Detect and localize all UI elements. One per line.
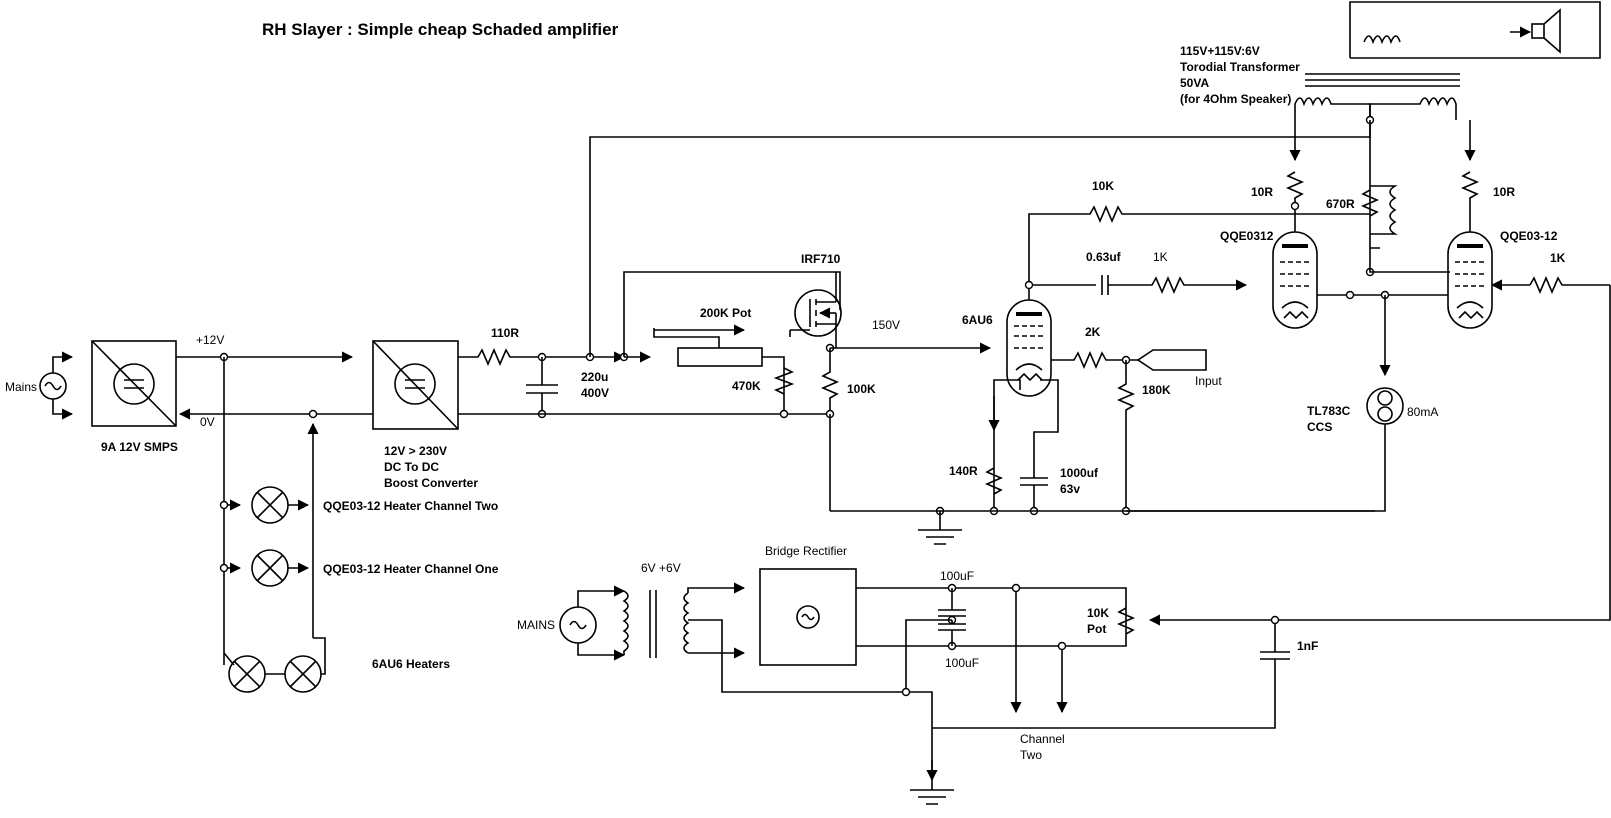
output-stage bbox=[1126, 120, 1611, 626]
r140r-label: 140R bbox=[949, 464, 978, 478]
cap063-label: 0.63uf bbox=[1086, 250, 1122, 264]
tube-qqe-right-label: QQE03-12 bbox=[1500, 229, 1558, 243]
mosfet-label: IRF710 bbox=[801, 252, 841, 266]
mains-left-label: Mains bbox=[5, 380, 37, 394]
r10r-right-label: 10R bbox=[1493, 185, 1515, 199]
xfmr-label-2: Torodial Transformer bbox=[1180, 60, 1300, 74]
tube-6au6 bbox=[1006, 285, 1052, 397]
boost-label-1: 12V > 230V bbox=[384, 444, 447, 458]
boost-label-3: Boost Converter bbox=[384, 476, 478, 490]
v6v6-label: 6V +6V bbox=[641, 561, 681, 575]
heater-one-label: QQE03-12 Heater Channel One bbox=[323, 562, 499, 576]
cap100-bottom-label: 100uF bbox=[945, 656, 979, 670]
cap1000-label-2: 63v bbox=[1060, 482, 1080, 496]
cap100-top-label: 100uF bbox=[940, 569, 974, 583]
r180k-label: 180K bbox=[1142, 383, 1171, 397]
pot10k-label-2: Pot bbox=[1087, 622, 1106, 636]
diagram-title: RH Slayer : Simple cheap Schaded amplifi… bbox=[262, 20, 619, 39]
cathode-follower-load bbox=[820, 342, 992, 511]
tube6au6-label: 6AU6 bbox=[962, 313, 993, 327]
bridge-label: Bridge Rectifier bbox=[765, 544, 847, 558]
pot200k-label: 200K Pot bbox=[700, 306, 751, 320]
smps-block bbox=[91, 340, 177, 427]
heater-6au6-label: 6AU6 Heaters bbox=[372, 657, 450, 671]
ccs-label-1: TL783C bbox=[1307, 404, 1351, 418]
tube-qqe-left-label: QQE0312 bbox=[1220, 229, 1274, 243]
r100k-label: 100K bbox=[847, 382, 876, 396]
ma80-label: 80mA bbox=[1407, 405, 1438, 419]
r10k-fb-label: 10K bbox=[1092, 179, 1114, 193]
smps-label: 9A 12V SMPS bbox=[101, 440, 178, 454]
cap1000-label-1: 1000uf bbox=[1060, 466, 1099, 480]
channel-label-2: Two bbox=[1020, 748, 1042, 762]
r1k-a-label: 1K bbox=[1153, 250, 1168, 264]
heater-two-label: QQE03-12 Heater Channel Two bbox=[323, 499, 498, 513]
v150-label: 150V bbox=[872, 318, 900, 332]
xfmr-label-4: (for 4Ohm Speaker) bbox=[1180, 92, 1291, 106]
input-label: Input bbox=[1195, 374, 1222, 388]
bias-supply bbox=[559, 568, 1290, 805]
mosfet-section: 200K Pot 470K bbox=[623, 271, 842, 419]
mains-source-left bbox=[39, 351, 74, 420]
c1nf-label: 1nF bbox=[1297, 639, 1318, 653]
xfmr-label-3: 50VA bbox=[1180, 76, 1209, 90]
r2k-label: 2K bbox=[1085, 325, 1101, 339]
cap220-label-1: 220u bbox=[581, 370, 608, 384]
boost-label-2: DC To DC bbox=[384, 460, 439, 474]
ccs-label-2: CCS bbox=[1307, 420, 1332, 434]
dc-rails bbox=[176, 351, 373, 420]
b-plus-filter: 110R bbox=[458, 326, 830, 419]
output-transformer bbox=[1294, 1, 1601, 125]
r670r-label: 670R bbox=[1326, 197, 1355, 211]
channel-label-1: Channel bbox=[1020, 732, 1065, 746]
r110-label: 110R bbox=[491, 326, 519, 340]
cap220-label-2: 400V bbox=[581, 386, 609, 400]
r470k-label: 470K bbox=[732, 379, 761, 393]
heater-circuit bbox=[219, 357, 326, 693]
r1k-b-label: 1K bbox=[1550, 251, 1566, 265]
r10r-left-label: 10R bbox=[1251, 185, 1273, 199]
boost-converter-block bbox=[372, 340, 459, 430]
pot10k-label-1: 10K bbox=[1087, 606, 1109, 620]
plus12v-label: +12V bbox=[196, 333, 224, 347]
zero-v-label: 0V bbox=[200, 415, 215, 429]
mains-bottom-label: MAINS bbox=[517, 618, 555, 632]
xfmr-label-1: 115V+115V:6V bbox=[1180, 44, 1260, 58]
